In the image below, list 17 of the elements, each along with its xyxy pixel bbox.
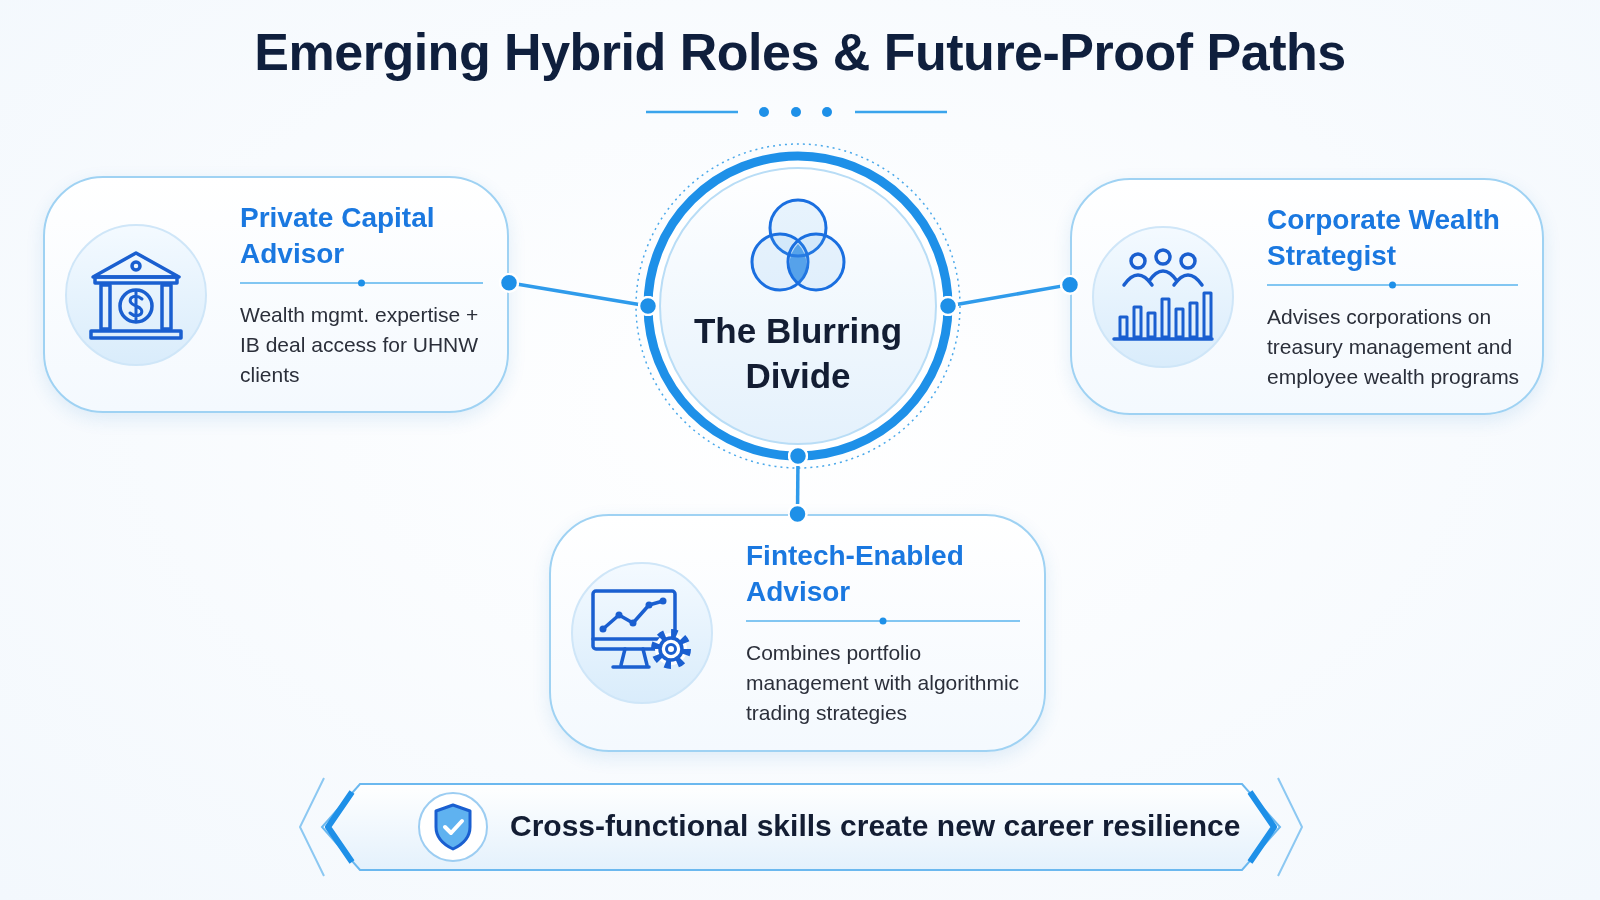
card-title: Private Capital Advisor [240,201,436,271]
connector-line [498,272,659,317]
title: Emerging Hybrid Roles & Future-Proof Paths [253,22,1347,82]
role-card [549,514,1046,752]
connector-line [787,445,809,525]
card-description: Combines portfolio management with algorithmic trading strategies [746,640,1021,726]
role-card [43,176,509,413]
hub-label: The Blurring Divide [692,310,904,397]
card-title: Corporate Wealth Strategist [1267,203,1501,273]
banner-text: Cross-functional skills create new career resilience [510,809,1241,843]
connector-line [937,274,1081,317]
card-description: Wealth mgmt. expertise + IB deal access for UHNW clients [240,302,480,388]
hub-circle [634,142,962,470]
banner [300,778,1302,876]
card-description: Advises corporations on treasury management and employee wealth programs [1267,304,1521,390]
card-title: Fintech-Enabled Advisor [746,539,965,609]
role-card [1070,178,1544,415]
